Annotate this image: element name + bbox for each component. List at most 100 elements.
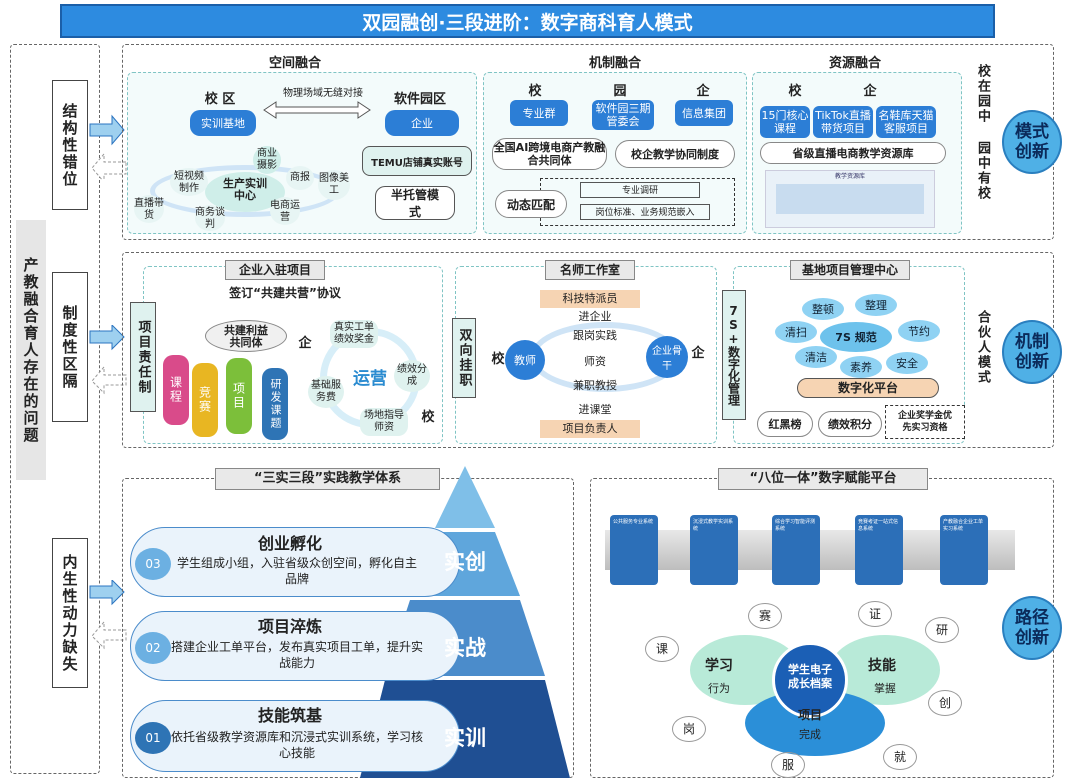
problem-motivation: 内生性动力缺失 xyxy=(52,538,88,688)
problem-institutional: 制度性区隔 xyxy=(52,272,88,422)
res-library: 省级直播电商教学资源库 xyxy=(760,142,946,164)
node-ecom: 电商运营 xyxy=(270,197,300,225)
base-cylinder: 实训基地 xyxy=(190,110,256,136)
arrow-icons-row2 xyxy=(89,325,127,395)
s-parttime: 兼职教授 xyxy=(573,379,617,392)
l3-num: 01 xyxy=(135,722,171,754)
xiao-label: 校 xyxy=(421,410,435,425)
temu-box: TEMU店铺真实账号 xyxy=(362,146,472,176)
study-label: 学习 xyxy=(705,658,733,674)
mech-col1: 校 xyxy=(528,84,542,99)
l3-bg xyxy=(130,700,460,772)
c-jieyue: 节约 xyxy=(898,320,940,342)
op-label: 运营 xyxy=(353,369,387,389)
project-label: 项目 xyxy=(797,708,822,722)
s-class: 进课堂 xyxy=(578,403,612,416)
red-black: 红黑榜 xyxy=(757,411,813,437)
petal-ke: 课 xyxy=(645,636,679,662)
half-box: 半托管模式 xyxy=(375,186,455,220)
mech-community: 全国AI跨境电商产教融合共同体 xyxy=(492,138,607,170)
l2-title: 项目淬炼 xyxy=(257,617,322,636)
study-sub: 行为 xyxy=(708,682,730,695)
node-live: 直播带货 xyxy=(134,195,164,223)
step-0: 公共服务专业系统 xyxy=(610,515,658,585)
mgmt-title: 基地项目管理中心 xyxy=(790,260,910,280)
project-sub: 完成 xyxy=(799,728,821,741)
mech-col2: 园 xyxy=(613,84,627,99)
res-title: 资源融合 xyxy=(828,56,881,71)
l1-bg xyxy=(130,527,460,597)
col-course: 课程 xyxy=(163,355,189,425)
node-news: 商报 xyxy=(286,166,314,190)
res-courses: 15门核心课程 xyxy=(760,106,810,138)
op-bonus: 真实工单绩效奖金 xyxy=(330,320,378,348)
badge-mode: 模式创新 xyxy=(1002,110,1062,174)
dyn-label: 动态匹配 xyxy=(495,190,567,218)
skill-sub: 掌握 xyxy=(874,682,896,695)
mech-major: 专业群 xyxy=(510,100,568,126)
petal-fu: 服 xyxy=(771,752,805,778)
s-enter: 进企业 xyxy=(578,310,612,323)
res-col2: 企 xyxy=(863,84,877,99)
l2-bg xyxy=(130,611,460,681)
res-tmall: 名鞋库天猫客服项目 xyxy=(876,106,936,138)
l3-desc: 依托省级教学资源库和沉浸式实训系统，学习核心技能 xyxy=(170,730,423,760)
petal-zheng: 证 xyxy=(858,601,892,627)
center-label: 生产实训中心 xyxy=(223,177,267,202)
hang-label: 双向挂职 xyxy=(452,318,476,398)
ent-title: 企业入驻项目 xyxy=(225,260,325,280)
l3-pyr: 实训 xyxy=(444,726,486,750)
petal-gang: 岗 xyxy=(672,716,706,742)
c-zhengdun: 整顿 xyxy=(802,298,844,320)
dyn-research: 专业调研 xyxy=(580,182,700,198)
node-design: 图像美工 xyxy=(318,170,350,200)
l1-num: 03 xyxy=(135,548,171,580)
dyn-standard: 岗位标准、业务规范嵌入 xyxy=(580,204,710,220)
outer-problem-label: 产教融合育人存在的问题 xyxy=(16,220,46,480)
l1-title: 创业孵化 xyxy=(257,534,322,553)
problem-column xyxy=(10,44,100,774)
digital-platform: 数字化平台 xyxy=(797,378,939,398)
points: 绩效积分 xyxy=(818,411,882,437)
scholarship: 企业奖学金优先实习资格 xyxy=(885,405,965,439)
badge-mech: 机制创新 xyxy=(1002,320,1062,384)
node-video: 短视频制作 xyxy=(170,168,208,196)
comm-node: 共建利益共同体 xyxy=(205,320,287,352)
res-tiktok: TikTok直播带货项目 xyxy=(813,106,873,138)
side-label-row2: 合伙人模式 xyxy=(975,310,990,385)
l2-pyr: 实战 xyxy=(444,636,486,660)
badge-path: 路径创新 xyxy=(1002,596,1062,660)
corp-cylinder: 企业 xyxy=(385,110,459,136)
step-4: 产教融合企业工单实习系统 xyxy=(940,515,988,585)
c-anquan: 安全 xyxy=(886,352,928,374)
tri-title: “三实三段”实践教学体系 xyxy=(215,468,440,490)
petal-sai: 赛 xyxy=(748,603,782,629)
s-staff: 师资 xyxy=(584,355,606,368)
res-col1: 校 xyxy=(788,84,802,99)
problem-structural: 结构性错位 xyxy=(52,80,88,210)
node-photo: 商业摄影 xyxy=(253,146,281,174)
mech-col3: 企 xyxy=(696,84,710,99)
sign-label: 签订“共建共营”协议 xyxy=(229,286,341,300)
teacher-node: 教师 xyxy=(505,340,545,380)
col-proj: 项目 xyxy=(226,358,252,434)
step-3: 竞赛考证一站式信息系统 xyxy=(855,515,903,585)
s-qi: 企 xyxy=(691,346,705,361)
op-share: 绩效分成 xyxy=(394,360,430,392)
mech-admin: 软件园三期管委会 xyxy=(592,100,654,130)
c-zhengli: 整理 xyxy=(855,294,897,316)
petal-jiu: 就 xyxy=(883,744,917,770)
park-label: 软件园区 xyxy=(393,92,446,107)
title-banner: 双园融创·三段进阶：数字商科育人模式 xyxy=(60,4,995,38)
op-fee: 基础服务费 xyxy=(308,376,344,408)
c-suyang: 素养 xyxy=(840,356,882,378)
space-title: 空间融合 xyxy=(268,56,321,71)
c-7s: 7S 规范 xyxy=(820,322,892,352)
core-node: 学生电子成长档案 xyxy=(772,642,848,718)
s-leader: 项目负责人 xyxy=(540,420,640,438)
side-label-row1: 校在园中 园中有校 xyxy=(975,64,990,201)
studio-title: 名师工作室 xyxy=(545,260,635,280)
expert-node: 企业骨干 xyxy=(646,336,688,378)
s-special: 科技特派员 xyxy=(540,290,640,308)
l3-title: 技能筑基 xyxy=(257,706,322,725)
